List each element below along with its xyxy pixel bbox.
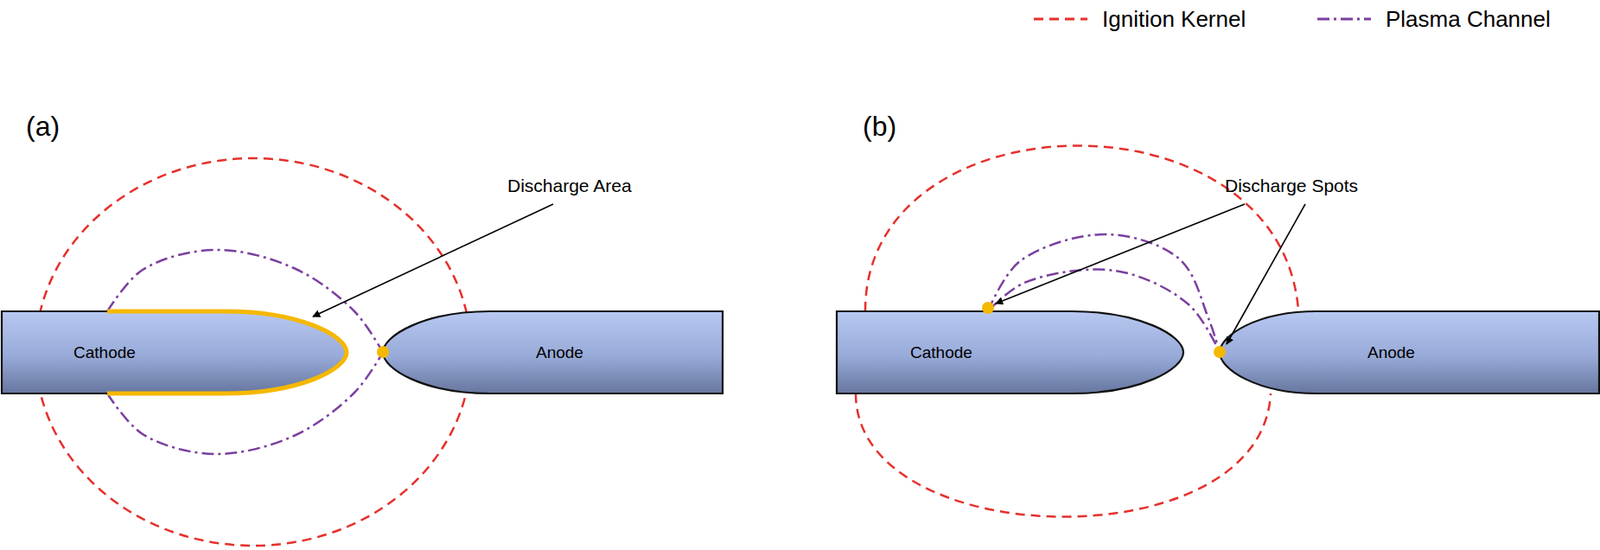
- anode-electrode: Anode: [382, 311, 723, 394]
- callout-label: Discharge Area: [507, 175, 632, 196]
- ignition-kernel: [865, 145, 1299, 312]
- electrode-label: Cathode: [910, 343, 973, 363]
- panel-label: (a): [25, 110, 60, 142]
- panel-label: (b): [862, 110, 897, 143]
- ignition-kernel: [855, 393, 1271, 517]
- discharge-area-outline: [107, 311, 347, 394]
- electrode-body: [1, 311, 347, 394]
- electrode-shape: [836, 311, 1184, 394]
- leader-line: [995, 203, 1245, 304]
- electrode-body: [1219, 311, 1600, 394]
- legend-channel: [1316, 14, 1372, 24]
- anode-electrode: Anode: [1219, 311, 1600, 394]
- callout-label: Discharge Spots: [1224, 175, 1358, 196]
- legend-item: Plasma Channel: [1316, 5, 1551, 33]
- electrode-body: [382, 311, 723, 394]
- electrode-body: [836, 311, 1184, 394]
- panel-label: (b): [862, 110, 897, 142]
- discharge-spot: [1213, 345, 1226, 358]
- electrode-shape: [1, 311, 347, 394]
- leader-line: [312, 203, 554, 317]
- legend-item: Ignition Kernel: [1032, 5, 1246, 33]
- leader-line: [1226, 203, 1306, 345]
- discharge-spot: [981, 301, 995, 314]
- cathode-electrode: Cathode: [1, 311, 347, 394]
- discharge-spot: [376, 345, 389, 358]
- legend-text: Ignition Kernel: [1102, 6, 1246, 33]
- electrode-label: Anode: [1367, 343, 1416, 363]
- legend-text: Plasma Channel: [1385, 6, 1551, 33]
- legend-kernel: [1032, 14, 1089, 24]
- cathode-electrode: Cathode: [836, 311, 1184, 394]
- callout-label: Discharge Spots: [1224, 175, 1358, 197]
- electrode-label: Anode: [535, 343, 584, 363]
- electrode-label: Cathode: [73, 343, 136, 363]
- callout-label: Discharge Area: [507, 175, 632, 197]
- panel-label: (a): [25, 110, 60, 143]
